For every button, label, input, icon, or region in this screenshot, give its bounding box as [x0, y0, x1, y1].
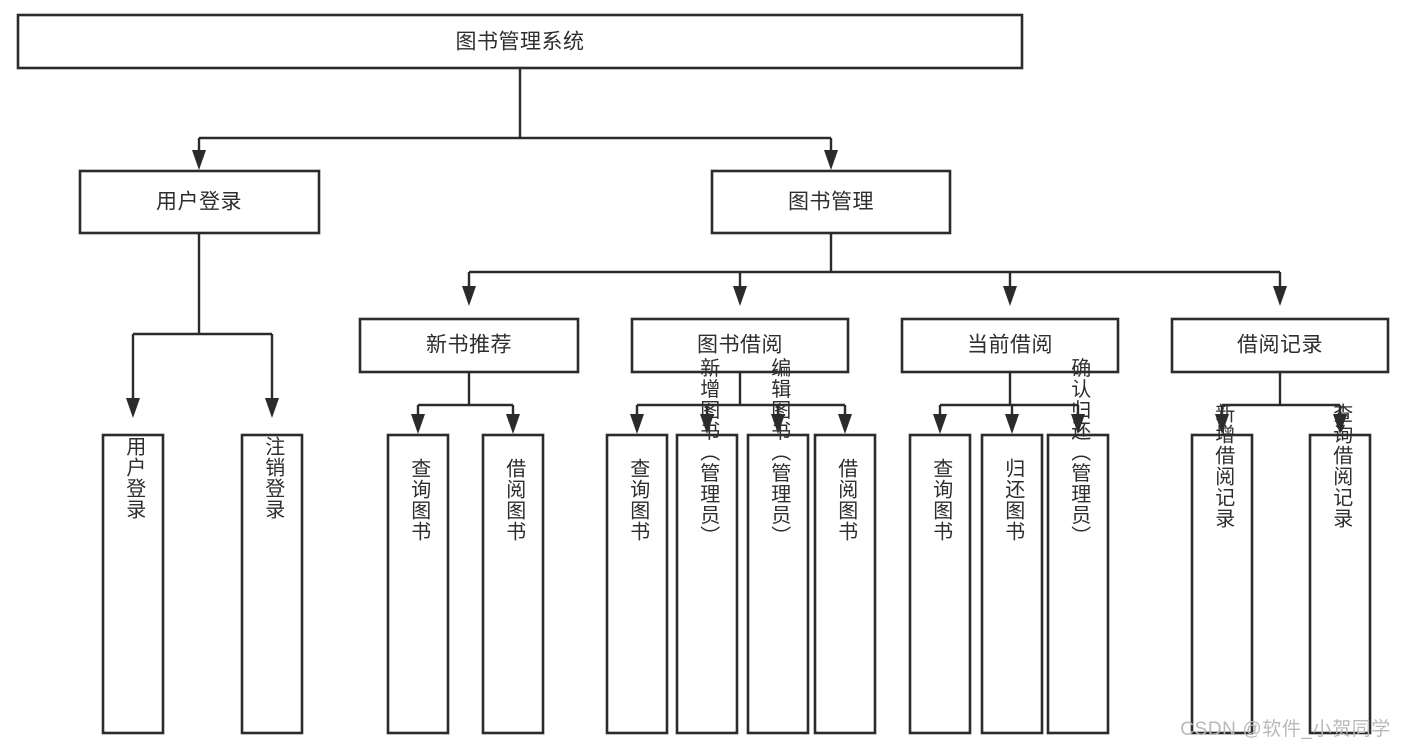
node-leaf-confirm-return[interactable]: 确认归还（管理员）	[1046, 357, 1110, 735]
node-leaf-logout-box[interactable]	[240, 433, 304, 735]
connector-currentborrow-to-leaves	[933, 372, 1085, 434]
node-leaf-return-book[interactable]: 归还图书	[980, 433, 1044, 735]
node-book-borrow-label: 图书借阅	[697, 334, 783, 357]
node-leaf-query-book-3-box[interactable]	[908, 433, 972, 735]
node-book-borrow-box[interactable]	[630, 317, 850, 374]
connector-userlogin-to-leaves	[126, 233, 279, 418]
node-current-borrow[interactable]: 当前借阅	[900, 317, 1120, 374]
node-new-book-recommend-box[interactable]	[358, 317, 580, 374]
node-root[interactable]: 图书管理系统	[16, 13, 1024, 70]
connector-root-to-level2	[192, 68, 838, 170]
node-leaf-query-record-box[interactable]	[1308, 433, 1372, 735]
node-current-borrow-box[interactable]	[900, 317, 1120, 374]
node-leaf-user-login-label: 用户登录	[123, 436, 146, 520]
node-leaf-query-book-3-label: 查询图书	[930, 458, 953, 542]
node-new-book-recommend[interactable]: 新书推荐	[358, 317, 580, 374]
node-leaf-edit-book-box[interactable]	[746, 433, 810, 735]
node-leaf-return-book-label: 归还图书	[1002, 458, 1025, 542]
node-root-box[interactable]	[16, 13, 1024, 70]
node-leaf-add-book-label: 新增图书（管理员）	[697, 357, 720, 546]
node-leaf-user-login[interactable]: 用户登录	[101, 433, 165, 735]
node-user-login-label: 用户登录	[156, 191, 242, 214]
node-leaf-query-book-1[interactable]: 查询图书	[386, 433, 450, 735]
node-leaf-borrow-book-1-box[interactable]	[481, 433, 545, 735]
node-leaf-return-book-box[interactable]	[980, 433, 1044, 735]
connector-bookmanage-to-level3	[462, 233, 1287, 306]
node-book-manage-box[interactable]	[710, 169, 952, 235]
connector-borrowrecord-to-leaves	[1215, 372, 1347, 434]
node-book-manage-label: 图书管理	[788, 191, 874, 214]
node-leaf-borrow-book-2-label: 借阅图书	[835, 458, 858, 542]
node-book-borrow[interactable]: 图书借阅	[630, 317, 850, 374]
connector-newbook-to-leaves	[411, 372, 520, 434]
node-leaf-user-login-box[interactable]	[101, 433, 165, 735]
node-leaf-borrow-book-2-box[interactable]	[813, 433, 877, 735]
node-user-login-box[interactable]	[78, 169, 321, 235]
node-leaf-confirm-return-box[interactable]	[1046, 433, 1110, 735]
node-leaf-borrow-book-1[interactable]: 借阅图书	[481, 433, 545, 735]
node-leaf-query-book-1-label: 查询图书	[408, 458, 431, 542]
node-leaf-confirm-return-label: 确认归还（管理员）	[1068, 357, 1091, 546]
node-leaf-logout[interactable]: 注销登录	[240, 433, 304, 735]
node-leaf-edit-book-label: 编辑图书（管理员）	[768, 357, 791, 546]
node-borrow-record[interactable]: 借阅记录	[1170, 317, 1390, 374]
node-new-book-recommend-label: 新书推荐	[426, 334, 512, 357]
node-leaf-borrow-book-2[interactable]: 借阅图书	[813, 433, 877, 735]
node-current-borrow-label: 当前借阅	[967, 334, 1053, 357]
node-root-label: 图书管理系统	[456, 31, 585, 54]
node-leaf-add-record[interactable]: 新增借阅记录	[1190, 403, 1254, 735]
node-leaf-query-record[interactable]: 查询借阅记录	[1308, 403, 1372, 735]
node-user-login[interactable]: 用户登录	[78, 169, 321, 235]
node-leaf-query-book-3[interactable]: 查询图书	[908, 433, 972, 735]
node-leaf-query-book-2[interactable]: 查询图书	[605, 433, 669, 735]
node-leaf-borrow-book-1-label: 借阅图书	[503, 458, 526, 542]
node-borrow-record-box[interactable]	[1170, 317, 1390, 374]
node-leaf-query-book-2-box[interactable]	[605, 433, 669, 735]
connector-bookborrow-to-leaves	[630, 372, 852, 434]
node-leaf-query-book-2-label: 查询图书	[627, 458, 650, 542]
node-leaf-add-book[interactable]: 新增图书（管理员）	[675, 357, 739, 735]
connector-layer	[126, 68, 1347, 434]
node-book-manage[interactable]: 图书管理	[710, 169, 952, 235]
node-leaf-add-record-box[interactable]	[1190, 433, 1254, 735]
node-leaf-add-record-label: 新增借阅记录	[1212, 403, 1235, 529]
node-leaf-logout-label: 注销登录	[262, 436, 285, 520]
node-leaf-query-record-label: 查询借阅记录	[1330, 403, 1353, 529]
node-leaf-add-book-box[interactable]	[675, 433, 739, 735]
node-leaf-edit-book[interactable]: 编辑图书（管理员）	[746, 357, 810, 735]
node-borrow-record-label: 借阅记录	[1237, 334, 1323, 357]
node-leaf-query-book-1-box[interactable]	[386, 433, 450, 735]
